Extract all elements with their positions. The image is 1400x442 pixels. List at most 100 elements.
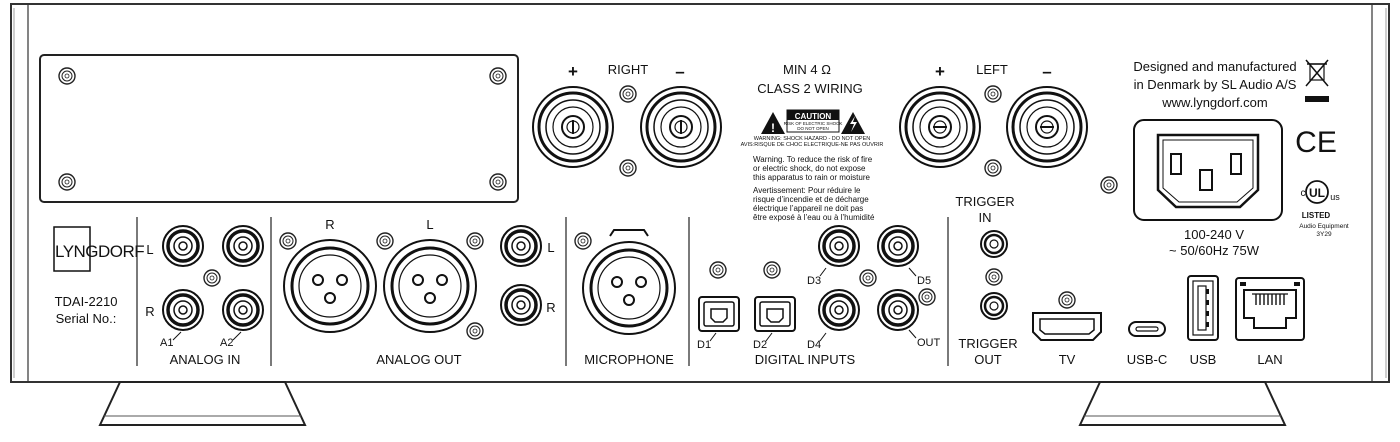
svg-text:this apparatus to rain or mois: this apparatus to rain or moisture xyxy=(753,173,870,182)
svg-text:us: us xyxy=(1330,192,1340,202)
ul-listed-mark: c UL us LISTED Audio Equipment 3Y29 xyxy=(1299,180,1349,238)
screw-icon xyxy=(489,173,507,191)
svg-text:D1: D1 xyxy=(697,339,711,351)
right-minus-label: – xyxy=(675,62,684,81)
lan-label: LAN xyxy=(1257,352,1282,367)
coax-digital-out[interactable] xyxy=(876,288,920,332)
rca-a1-left[interactable] xyxy=(161,224,205,268)
microphone-label: MICROPHONE xyxy=(584,352,674,367)
coax-input-d5[interactable] xyxy=(876,224,920,268)
screw-icon xyxy=(489,67,507,85)
usb-a-port[interactable] xyxy=(1187,275,1219,341)
svg-text:TRIGGER: TRIGGER xyxy=(955,194,1014,209)
class2-wiring-label: CLASS 2 WIRING xyxy=(757,81,862,96)
warning-text-en: Warning. To reduce the risk of fire or e… xyxy=(753,155,873,182)
svg-text:RISK OF ELECTRIC SHOCK: RISK OF ELECTRIC SHOCK xyxy=(784,121,843,126)
svg-text:électrique l’appareil ne doit: électrique l’appareil ne doit pas xyxy=(753,204,863,213)
warning-text-fr: Avertissement: Pour réduire le risque d’… xyxy=(753,186,875,222)
analog-in-label: ANALOG IN xyxy=(170,352,241,367)
svg-text:c: c xyxy=(1301,188,1306,199)
rca-a1-right[interactable] xyxy=(161,288,205,332)
svg-text:UL: UL xyxy=(1309,186,1325,200)
svg-text:TRIGGER: TRIGGER xyxy=(958,336,1017,351)
right-speaker-terminals: + RIGHT – xyxy=(531,62,723,177)
svg-text:or electric shock, do not expo: or electric shock, do not expose xyxy=(753,164,866,173)
maker-line-1: Designed and manufactured xyxy=(1133,59,1296,74)
optical-input-d2[interactable] xyxy=(754,296,796,332)
left-speaker-terminals: + LEFT – xyxy=(898,62,1089,177)
svg-text:D4: D4 xyxy=(807,339,821,351)
analog-out-section: R L L R ANALOG OUT xyxy=(279,217,556,367)
svg-text:Audio Equipment: Audio Equipment xyxy=(1299,223,1349,230)
coax-input-d4[interactable] xyxy=(817,288,861,332)
svg-text:risque d’incendie et de déchar: risque d’incendie et de décharge xyxy=(753,195,869,204)
svg-text:L: L xyxy=(146,242,153,257)
right-foot xyxy=(1078,381,1287,426)
iec-power-inlet[interactable] xyxy=(1133,119,1283,221)
expansion-cover-plate xyxy=(39,54,519,203)
analog-in-section: L R A1 A2 ANALOG IN xyxy=(145,224,265,367)
lan-port[interactable] xyxy=(1235,277,1305,341)
model-label: TDAI-2210 xyxy=(55,294,118,309)
maker-url: www.lyngdorf.com xyxy=(1161,95,1267,110)
microphone-section: MICROPHONE xyxy=(574,229,677,367)
caution-title: CAUTION xyxy=(795,112,832,121)
trigger-in-jack[interactable] xyxy=(980,230,1008,258)
digital-inputs-label: DIGITAL INPUTS xyxy=(755,352,856,367)
trigger-section: TRIGGER IN TRIGGER OUT xyxy=(955,194,1017,367)
svg-text:LISTED: LISTED xyxy=(1302,211,1331,220)
lyngdorf-logo: LYNGDORF xyxy=(53,226,145,272)
svg-text:L: L xyxy=(426,217,433,232)
rca-out-right[interactable] xyxy=(499,283,543,327)
svg-text:Warning. To reduce the risk of: Warning. To reduce the risk of fire xyxy=(753,155,873,164)
svg-text:L: L xyxy=(547,240,554,255)
xlr-out-right[interactable] xyxy=(282,238,378,334)
svg-text:DO NOT OPEN: DO NOT OPEN xyxy=(797,126,828,131)
hdmi-tv-port[interactable] xyxy=(1032,291,1102,341)
caution-label: ! CAUTION RISK OF ELECTRIC SHOCK DO NOT … xyxy=(741,109,884,148)
svg-text:A2: A2 xyxy=(220,337,233,349)
analog-out-label: ANALOG OUT xyxy=(376,352,461,367)
maker-line-2: in Denmark by SL Audio A/S xyxy=(1134,77,1297,92)
svg-text:Avertissement: Pour réduire le: Avertissement: Pour réduire le xyxy=(753,186,861,195)
coax-input-d3[interactable] xyxy=(817,224,861,268)
svg-text:OUT: OUT xyxy=(974,352,1002,367)
rca-a2-left[interactable] xyxy=(221,224,265,268)
logo-text: LYNGDORF xyxy=(55,242,144,261)
left-foot xyxy=(98,381,307,426)
svg-text:OUT: OUT xyxy=(917,337,941,349)
left-plus-label: + xyxy=(935,62,945,81)
xlr-out-left[interactable] xyxy=(382,238,478,334)
screw-icon xyxy=(1100,176,1118,194)
digital-inputs-section: D1 D2 D3 D4 D5 OUT DIGITAL INPUTS xyxy=(697,224,941,367)
svg-text:D2: D2 xyxy=(753,339,767,351)
serial-label: Serial No.: xyxy=(56,311,117,326)
xlr-microphone-input[interactable] xyxy=(581,240,677,336)
ce-mark: CE xyxy=(1295,126,1337,159)
svg-text:R: R xyxy=(145,304,154,319)
right-channel-label: RIGHT xyxy=(608,62,649,77)
svg-text:R: R xyxy=(546,300,555,315)
svg-text:3Y29: 3Y29 xyxy=(1316,231,1332,238)
min-impedance-label: MIN 4 Ω xyxy=(783,62,831,77)
svg-text:R: R xyxy=(325,217,334,232)
svg-text:WARNING: SHOCK HAZARD - DO NOT: WARNING: SHOCK HAZARD - DO NOT OPEN xyxy=(754,136,870,142)
usb-c-port[interactable] xyxy=(1128,321,1166,337)
screw-icon xyxy=(58,67,76,85)
rca-out-left[interactable] xyxy=(499,224,543,268)
usb-c-label: USB-C xyxy=(1127,352,1167,367)
optical-input-d1[interactable] xyxy=(698,296,740,332)
svg-text:être exposé à l’eau ou à l’hum: être exposé à l’eau ou à l’humidité xyxy=(753,213,875,222)
right-plus-label: + xyxy=(568,62,578,81)
rca-a2-right[interactable] xyxy=(221,288,265,332)
left-minus-label: – xyxy=(1042,62,1051,81)
svg-text:AVIS:RISQUE DE CHOC ELECTRIQUE: AVIS:RISQUE DE CHOC ELECTRIQUE-NE PAS OU… xyxy=(741,142,884,148)
svg-text:!: ! xyxy=(771,121,775,135)
screw-icon xyxy=(58,173,76,191)
left-channel-label: LEFT xyxy=(976,62,1008,77)
power-frequency: ~ 50/60Hz 75W xyxy=(1169,243,1260,258)
usb-label: USB xyxy=(1190,352,1217,367)
tv-label: TV xyxy=(1059,352,1076,367)
svg-text:IN: IN xyxy=(979,210,992,225)
trigger-out-jack[interactable] xyxy=(980,292,1008,320)
